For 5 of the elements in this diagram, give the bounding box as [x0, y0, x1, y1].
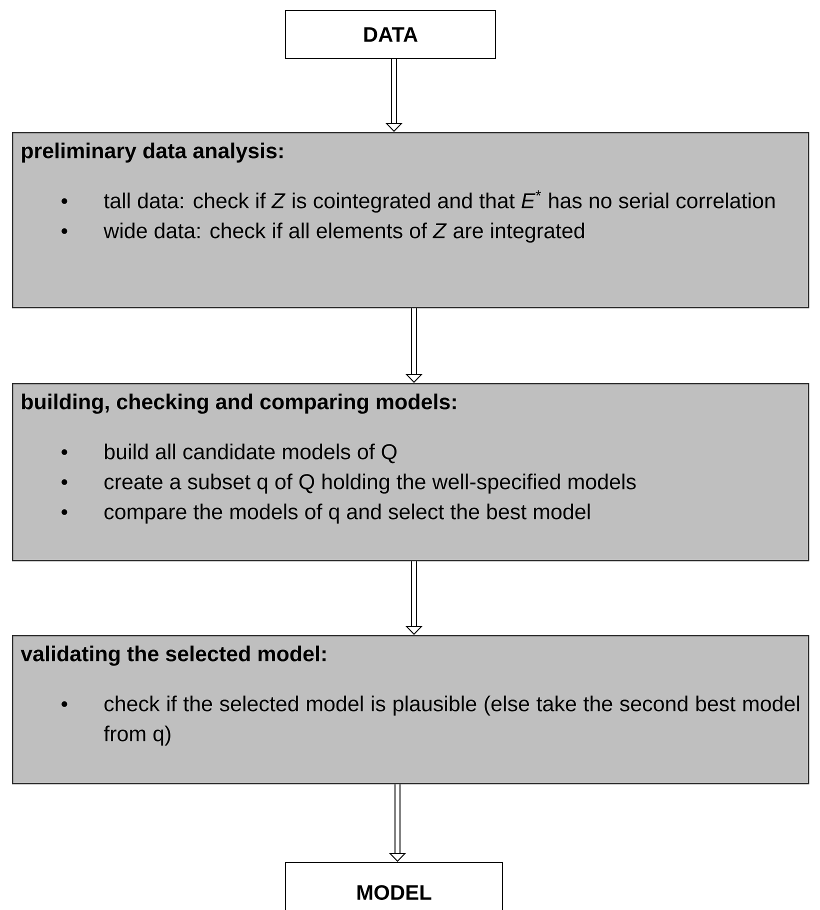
step-box: preliminary data analysis: tall data: check if Z is cointegrated and that E$^{*}$ has no serial correlation wide data: check if all elements of Z are integrated [12, 132, 810, 308]
step-box: validating the selected model: check if the selected model is plausible (else take the second best model from q) [12, 635, 810, 784]
terminal-box: DATA [285, 10, 496, 59]
terminal-box: MODEL [285, 862, 503, 910]
step-box: building, checking and comparing models: build all candidate models of Q create a subset q of Q holding the well-specified models compare the models of q and select the best model [12, 383, 810, 562]
